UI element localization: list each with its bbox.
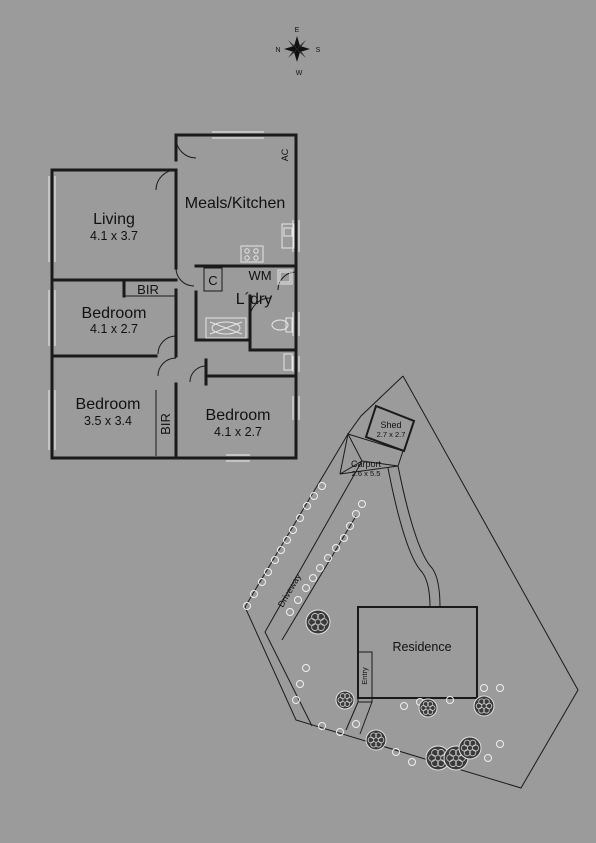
residence-label: Residence	[392, 640, 451, 654]
site-boundary	[244, 375, 579, 789]
shrub-icon	[408, 758, 416, 766]
shrub-icon	[336, 728, 344, 736]
living-dims: 4.1 x 3.7	[90, 229, 138, 243]
carport-dims: 2.6 x 5.5	[352, 469, 381, 478]
shrub-icon	[352, 510, 360, 518]
shrub-icon	[286, 608, 294, 616]
shrub-icon	[302, 584, 310, 592]
shrub-icon	[283, 536, 291, 544]
bedroom2-name: Bedroom	[76, 396, 141, 413]
shrub-icon	[346, 522, 354, 530]
shrub-icon	[400, 702, 408, 710]
shrub-icon	[289, 526, 297, 534]
shrub-icon	[324, 554, 332, 562]
laundry-name: L´dry	[236, 291, 272, 308]
shed: Shed 2.7 x 2.7	[364, 404, 416, 453]
hedge-shrubs	[243, 482, 504, 766]
shrub-icon	[340, 534, 348, 542]
shrub-icon	[392, 748, 400, 756]
compass-rose-icon: E N S W	[275, 27, 320, 77]
garden-path	[387, 465, 441, 608]
shrub-icon	[303, 502, 311, 510]
shrub-icon	[358, 500, 366, 508]
entry-path	[345, 701, 373, 735]
compass-s-label: S	[316, 47, 321, 54]
shrub-icon	[480, 684, 488, 692]
cupboard-label: C	[208, 273, 217, 288]
ac-label: AC	[280, 148, 290, 161]
door-swings	[155, 137, 297, 383]
shrub-icon	[302, 664, 310, 672]
compass-n-label: N	[275, 47, 280, 54]
residence: Residence Entry	[357, 606, 478, 703]
tree-icon	[425, 745, 451, 771]
shrub-icon	[484, 754, 492, 762]
tree-icon	[365, 729, 387, 751]
shrub-icon	[277, 546, 285, 554]
shrub-icon	[271, 556, 279, 564]
bedroom1-dims: 4.1 x 2.7	[90, 322, 138, 336]
driveway: Driveway	[264, 460, 399, 727]
tree-icon	[305, 609, 331, 635]
shrub-icon	[316, 564, 324, 572]
entry-label: Entry	[360, 667, 369, 685]
bir-label: BIR	[137, 282, 159, 297]
wm-label: WM	[248, 268, 271, 283]
tree-icon	[335, 690, 355, 710]
shrub-icon	[352, 720, 360, 728]
shrub-icon	[318, 482, 326, 490]
kitchen-fixtures	[205, 223, 295, 371]
trees	[305, 609, 495, 771]
carport-name: Carport	[351, 459, 382, 469]
shrub-icon	[332, 544, 340, 552]
shrub-icon	[250, 590, 258, 598]
room-labels: Living 4.1 x 3.7 Meals/Kitchen Bedroom 4…	[76, 148, 290, 439]
bedroom1-name: Bedroom	[82, 305, 147, 322]
bedroom3-name: Bedroom	[206, 407, 271, 424]
shrub-icon	[496, 740, 504, 748]
tree-icon	[418, 698, 438, 718]
shrub-icon	[496, 684, 504, 692]
windows	[48, 131, 300, 462]
shrub-icon	[292, 696, 300, 704]
shrub-icon	[296, 514, 304, 522]
shed-name: Shed	[380, 420, 401, 430]
shrub-icon	[294, 596, 302, 604]
shrub-icon	[310, 492, 318, 500]
bedroom2-dims: 3.5 x 3.4	[84, 414, 132, 428]
house-walls	[50, 133, 298, 460]
shrub-icon	[296, 680, 304, 688]
shrub-icon	[264, 568, 272, 576]
shed-dims: 2.7 x 2.7	[377, 430, 406, 439]
living-name: Living	[93, 211, 135, 228]
shrub-icon	[309, 574, 317, 582]
meals-kitchen-name: Meals/Kitchen	[185, 195, 286, 212]
shrub-icon	[446, 696, 454, 704]
carport: Carport 2.6 x 5.5	[339, 433, 404, 478]
tree-icon	[473, 695, 495, 717]
bedroom3-dims: 4.1 x 2.7	[214, 425, 262, 439]
compass-e-label: E	[295, 27, 300, 34]
bir-vertical-label: BIR	[158, 413, 173, 435]
compass-w-label: W	[296, 70, 303, 77]
tree-icon	[458, 736, 482, 760]
shrub-icon	[318, 722, 326, 730]
shrub-icon	[243, 602, 251, 610]
shrub-icon	[258, 578, 266, 586]
